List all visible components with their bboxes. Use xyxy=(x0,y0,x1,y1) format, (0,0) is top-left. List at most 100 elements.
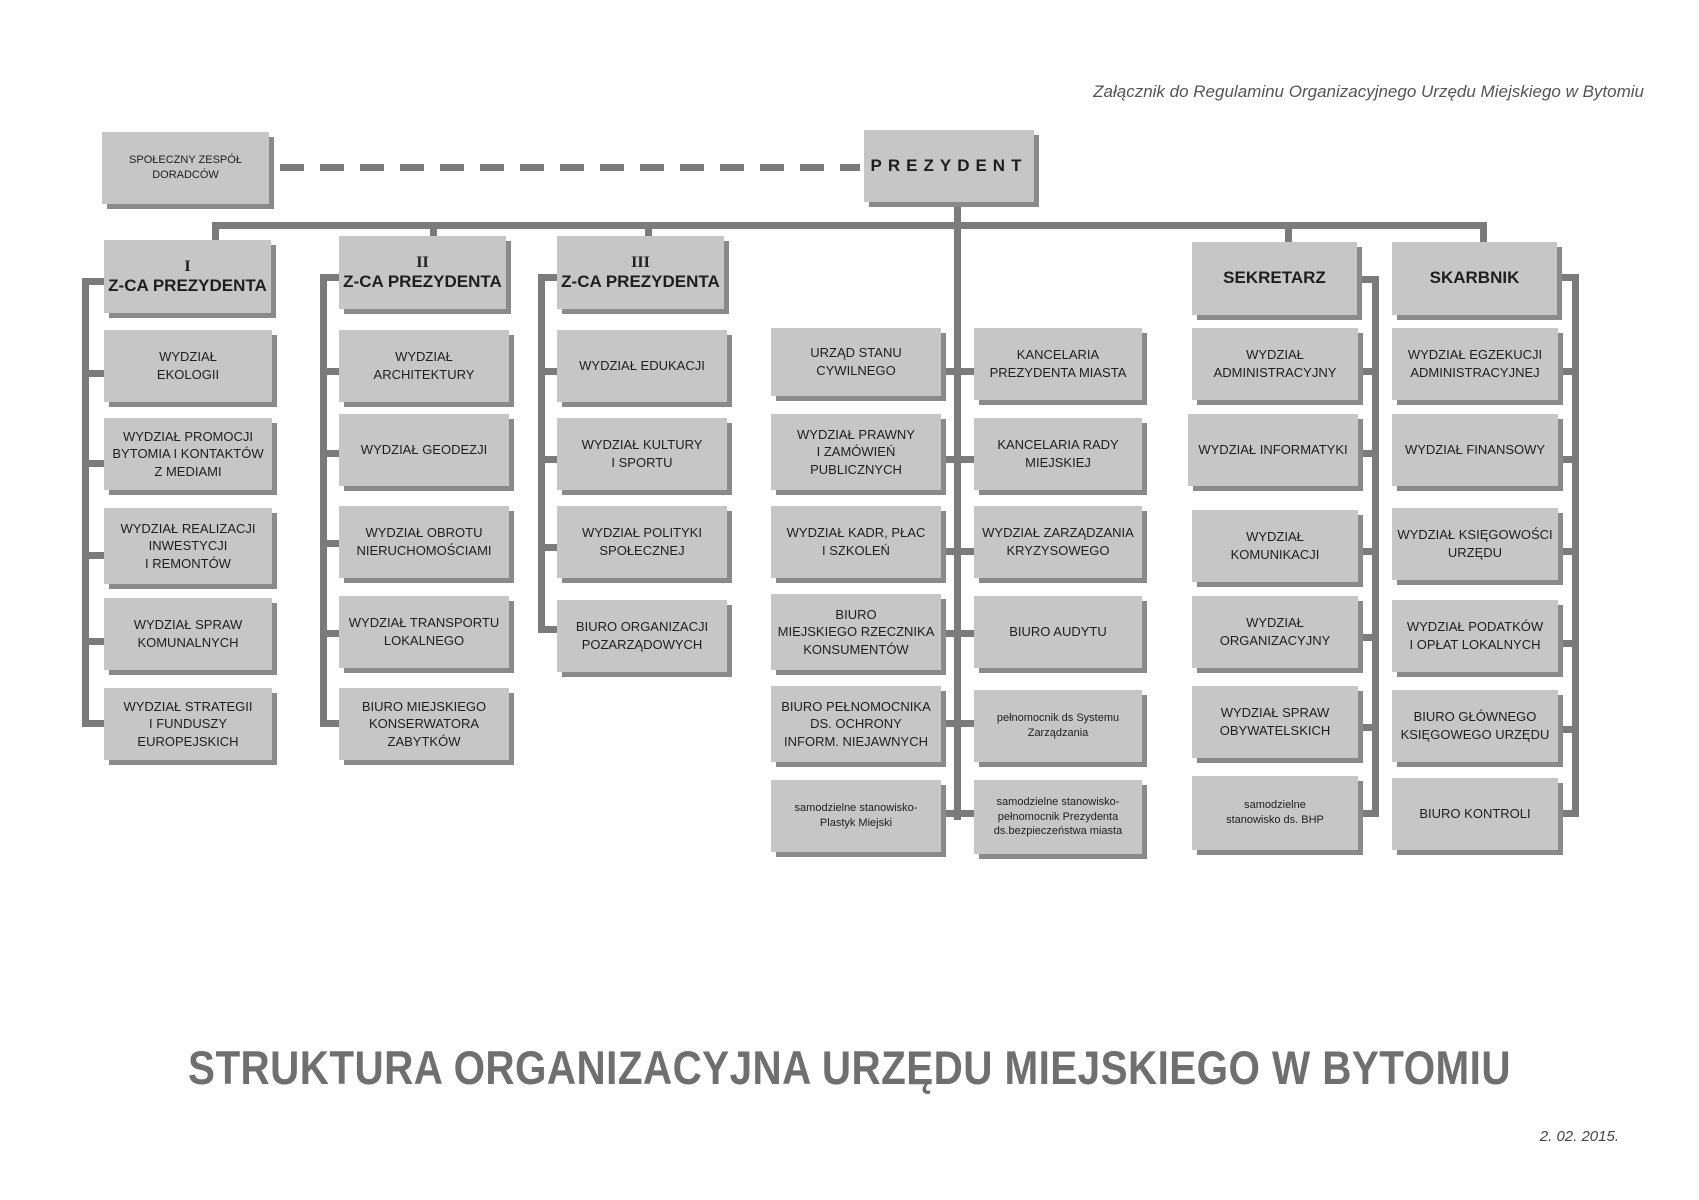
president-right-unit: WYDZIAŁ ZARZĄDZANIA KRYZYSOWEGO xyxy=(974,506,1142,578)
president-box: PREZYDENT xyxy=(864,130,1034,202)
secretary-tick xyxy=(1358,450,1379,457)
treasurer-unit: WYDZIAŁ KSIĘGOWOŚCI URZĘDU xyxy=(1392,508,1558,580)
vp1-unit: WYDZIAŁ SPRAW KOMUNALNYCH xyxy=(104,598,272,670)
vp2-number: II xyxy=(416,253,429,271)
document-date: 2. 02. 2015. xyxy=(1539,1128,1619,1145)
treasurer-tick xyxy=(1558,726,1579,733)
vp3-tick xyxy=(538,456,560,463)
treasurer-unit: WYDZIAŁ EGZEKUCJI ADMINISTRACYJNEJ xyxy=(1392,328,1558,400)
secretary-tick xyxy=(1358,634,1379,641)
vp1-tick xyxy=(82,720,104,727)
secretary-unit: WYDZIAŁ KOMUNIKACJI xyxy=(1192,510,1358,582)
vp3-drop-line xyxy=(645,222,652,244)
president-left-unit: BIURO MIEJSKIEGO RZECZNIKA KONSUMENTÓW xyxy=(771,594,941,670)
vp2-unit: BIURO MIEJSKIEGO KONSERWATORA ZABYTKÓW xyxy=(339,688,509,760)
secretary-tick xyxy=(1358,810,1379,817)
vp1-tick xyxy=(82,460,104,467)
president-tick xyxy=(944,456,974,463)
vp2-tick xyxy=(320,630,342,637)
top-bus-line xyxy=(212,222,1288,229)
treasurer-drop-line xyxy=(1480,229,1487,251)
secretary-unit: WYDZIAŁ ORGANIZACYJNY xyxy=(1192,596,1358,668)
secretary-tick xyxy=(1358,548,1379,555)
vp2-tick xyxy=(320,540,342,547)
vp3-unit: BIURO ORGANIZACJI POZARZĄDOWYCH xyxy=(557,600,727,672)
vp2-tick xyxy=(320,368,342,375)
secretary-box: SEKRETARZ xyxy=(1192,242,1357,315)
treasurer-rail xyxy=(1572,274,1579,814)
vp3-rail xyxy=(538,274,545,632)
treasurer-tick xyxy=(1558,810,1579,817)
vp2-rail xyxy=(320,274,327,726)
vp3-unit: WYDZIAŁ EDUKACJI xyxy=(557,330,727,402)
secretary-rail-top xyxy=(1358,276,1379,283)
president-tick xyxy=(944,368,974,375)
advisors-dashed-connector xyxy=(280,164,860,171)
vp1-unit: WYDZIAŁ STRATEGII I FUNDUSZY EUROPEJSKIC… xyxy=(104,688,272,760)
vp3-rail-top xyxy=(538,274,560,281)
bus-extension-line xyxy=(1285,222,1487,229)
treasurer-box: SKARBNIK xyxy=(1392,242,1557,315)
president-left-unit: WYDZIAŁ KADR, PŁAC I SZKOLEŃ xyxy=(771,506,941,578)
vp1-label: Z-CA PREZYDENTA xyxy=(108,275,267,295)
president-tick xyxy=(944,810,974,817)
attachment-note: Załącznik do Regulaminu Organizacyjnego … xyxy=(1093,82,1644,101)
vp3-label: Z-CA PREZYDENTA xyxy=(561,271,720,291)
treasurer-rail-top xyxy=(1558,274,1579,281)
secretary-unit: WYDZIAŁ INFORMATYKI xyxy=(1188,414,1358,486)
secretary-tick xyxy=(1358,724,1379,731)
vp1-number: I xyxy=(184,257,191,275)
treasurer-tick xyxy=(1558,548,1579,555)
treasurer-tick xyxy=(1558,456,1579,463)
vp1-drop-line xyxy=(212,222,219,244)
vp1-unit: WYDZIAŁ EKOLOGII xyxy=(104,330,272,402)
vp1-box: I Z-CA PREZYDENTA xyxy=(104,240,271,313)
treasurer-unit: BIURO GŁÓWNEGO KSIĘGOWEGO URZĘDU xyxy=(1392,690,1558,762)
vp3-tick xyxy=(538,626,560,633)
vp2-unit: WYDZIAŁ TRANSPORTU LOKALNEGO xyxy=(339,596,509,668)
vp3-unit: WYDZIAŁ POLITYKI SPOŁECZNEJ xyxy=(557,506,727,578)
president-left-unit: URZĄD STANU CYWILNEGO xyxy=(771,328,941,396)
vp2-unit: WYDZIAŁ ARCHITEKTURY xyxy=(339,330,509,402)
vp2-box: II Z-CA PREZYDENTA xyxy=(339,236,506,309)
vp2-unit: WYDZIAŁ GEODEZJI xyxy=(339,414,509,486)
vp2-label: Z-CA PREZYDENTA xyxy=(343,271,502,291)
vp3-tick xyxy=(538,368,560,375)
secretary-unit: samodzielne stanowisko ds. BHP xyxy=(1192,776,1358,850)
vp2-tick xyxy=(320,450,342,457)
vp1-unit: WYDZIAŁ REALIZACJI INWESTYCJI I REMONTÓW xyxy=(104,508,272,584)
president-trunk-line xyxy=(954,200,961,820)
vp1-unit: WYDZIAŁ PROMOCJI BYTOMIA I KONTAKTÓW Z M… xyxy=(104,418,272,490)
vp2-tick xyxy=(320,720,342,727)
president-left-unit: BIURO PEŁNOMOCNIKA DS. OCHRONY INFORM. N… xyxy=(771,686,941,762)
vp2-unit: WYDZIAŁ OBROTU NIERUCHOMOŚCIAMI xyxy=(339,506,509,578)
treasurer-unit: BIURO KONTROLI xyxy=(1392,778,1558,850)
vp2-rail-top xyxy=(320,274,342,281)
president-tick xyxy=(944,630,974,637)
vp1-rail-top xyxy=(82,278,104,285)
president-left-unit: WYDZIAŁ PRAWNY I ZAMÓWIEŃ PUBLICZNYCH xyxy=(771,414,941,490)
treasurer-unit: WYDZIAŁ FINANSOWY xyxy=(1392,414,1558,486)
vp1-rail xyxy=(82,278,89,726)
secretary-rail xyxy=(1372,276,1379,816)
president-tick xyxy=(944,548,974,555)
advisors-box: SPOŁECZNY ZESPÓŁ DORADCÓW xyxy=(102,132,269,204)
president-right-unit: pełnomocnik ds Systemu Zarządzania xyxy=(974,690,1142,762)
vp1-tick xyxy=(82,370,104,377)
secretary-tick xyxy=(1358,368,1379,375)
secretary-drop-line xyxy=(1285,222,1292,244)
vp1-tick xyxy=(82,552,104,559)
vp3-number: III xyxy=(631,253,650,271)
president-right-unit: KANCELARIA RADY MIEJSKIEJ xyxy=(974,418,1142,490)
page-title: STRUKTURA ORGANIZACYJNA URZĘDU MIEJSKIEG… xyxy=(188,1041,1511,1094)
president-right-unit: BIURO AUDYTU xyxy=(974,596,1142,668)
vp3-box: III Z-CA PREZYDENTA xyxy=(557,236,724,309)
president-left-unit: samodzielne stanowisko- Plastyk Miejski xyxy=(771,780,941,852)
president-tick xyxy=(944,720,974,727)
secretary-unit: WYDZIAŁ SPRAW OBYWATELSKICH xyxy=(1192,686,1358,758)
vp2-drop-line xyxy=(430,222,437,244)
treasurer-tick xyxy=(1558,640,1579,647)
president-right-unit: KANCELARIA PREZYDENTA MIASTA xyxy=(974,328,1142,400)
treasurer-tick xyxy=(1558,368,1579,375)
treasurer-unit: WYDZIAŁ PODATKÓW I OPŁAT LOKALNYCH xyxy=(1392,600,1558,672)
